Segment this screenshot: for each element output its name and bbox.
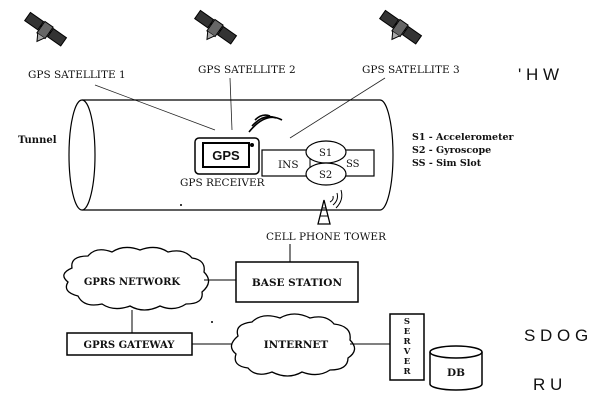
gps-box-label: GPS [212, 148, 240, 163]
db-label: DB [447, 367, 465, 379]
server-box [389, 313, 425, 381]
signal-line-2 [229, 77, 233, 131]
legend-s1: S1 - Accelerometer [412, 132, 515, 143]
gps-device [194, 137, 260, 175]
tunnel-cylinder [68, 99, 394, 211]
base-station-label: BASE STATION [252, 277, 343, 289]
tunnel-label: Tunnel [18, 135, 57, 146]
server-letter: R [403, 337, 411, 347]
server-letter: V [403, 347, 411, 357]
satellite-1-icon [23, 11, 68, 47]
satellite-1-label: GPS SATELLITE 1 [28, 69, 126, 81]
gprs-gateway-label: GPRS GATEWAY [84, 340, 176, 351]
gps-receiver-label: GPS RECEIVER [180, 177, 266, 189]
satellite-3-icon [378, 9, 423, 45]
internet-cloud [230, 313, 356, 377]
edge-text-fragment-1: ' H W [518, 65, 559, 84]
signal-line-1 [94, 84, 216, 131]
satellite-2-icon [193, 9, 238, 45]
internet-label: INTERNET [264, 339, 329, 351]
satellite-2-label: GPS SATELLITE 2 [198, 64, 296, 76]
server-letter: S [404, 317, 410, 327]
server-letter: R [403, 367, 411, 377]
tower-label: CELL PHONE TOWER [266, 231, 387, 243]
ins-label: INS [278, 159, 299, 171]
signal-line-3 [289, 77, 386, 139]
edge-text-fragment-2: S D O G [524, 326, 588, 345]
satellite-3-label: GPS SATELLITE 3 [362, 64, 460, 76]
legend-s2: S2 - Gyroscope [412, 145, 491, 156]
legend-ss: SS - Sim Slot [412, 158, 482, 169]
gprs-network-label: GPRS NETWORK [84, 277, 181, 288]
s1-label: S1 [319, 148, 332, 159]
ss-label: SS [346, 159, 360, 170]
base-station-box [235, 261, 359, 303]
server-letter: E [404, 357, 411, 367]
gprs-network-cloud [63, 246, 210, 311]
edge-text-fragment-3: R U [533, 375, 562, 394]
wireless-signal-icon [248, 114, 283, 133]
database-icon [429, 345, 483, 391]
server-letter: E [404, 327, 411, 337]
ins-sensor-block [261, 140, 375, 186]
cell-tower-icon [317, 189, 343, 225]
s2-label: S2 [319, 170, 332, 181]
